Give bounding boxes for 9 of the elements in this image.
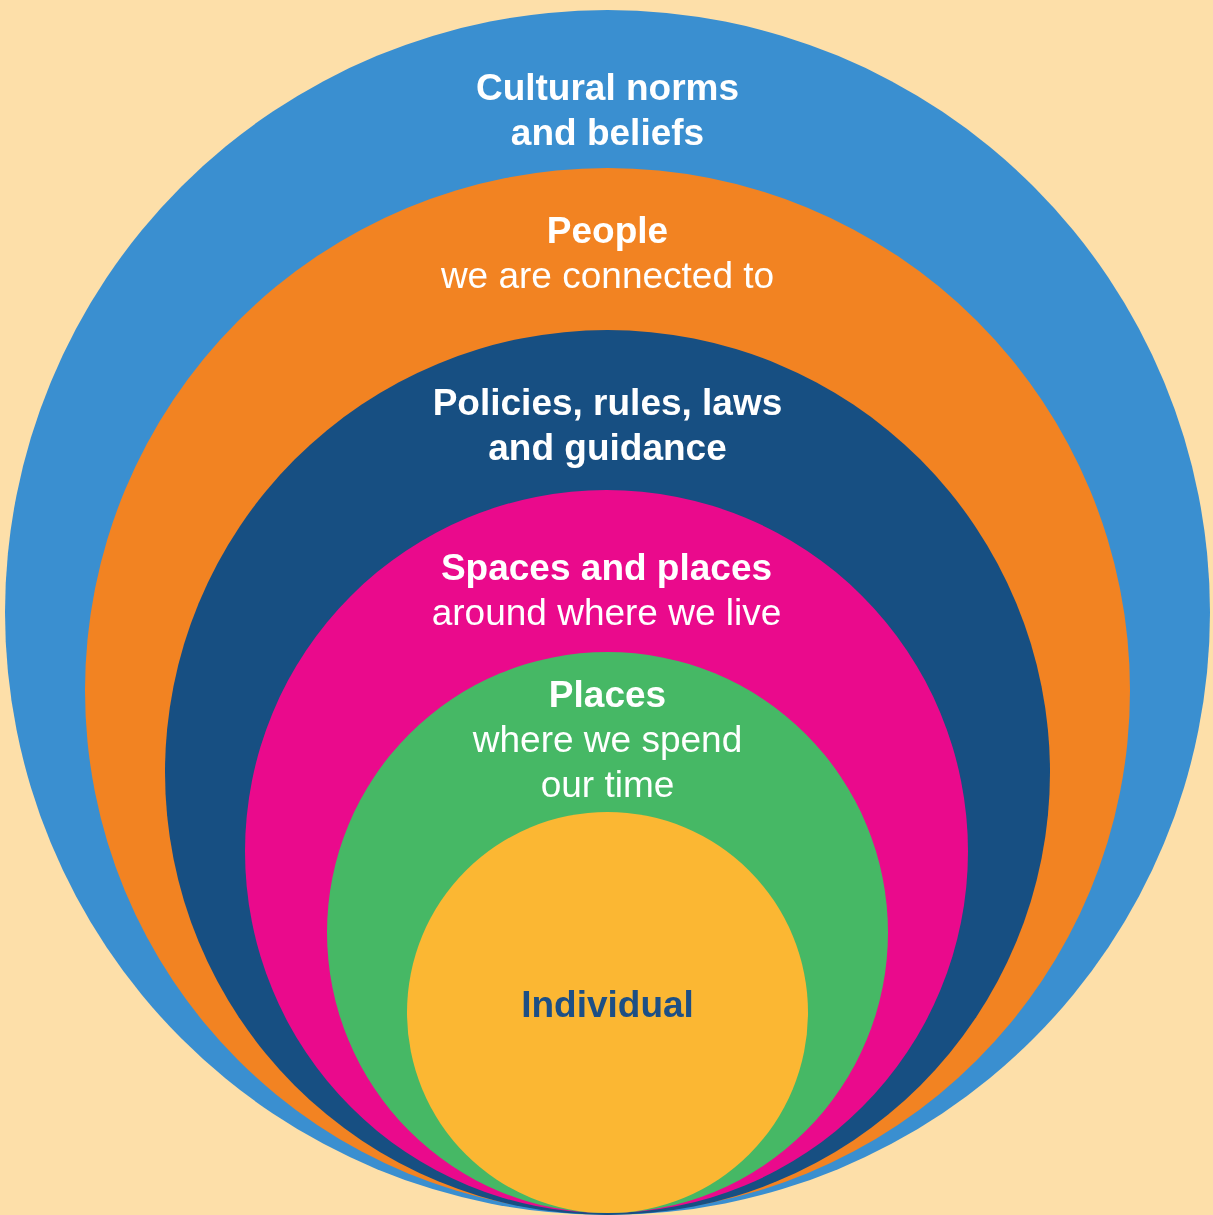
ring-heading: People bbox=[546, 209, 669, 253]
ring-heading: Cultural norms and beliefs bbox=[474, 66, 741, 156]
ring-subtitle: where we spend our time bbox=[471, 718, 744, 808]
ring-heading: Spaces and places bbox=[440, 546, 773, 590]
ring-heading: Policies, rules, laws and guidance bbox=[432, 381, 783, 471]
ring-heading: Places bbox=[548, 673, 667, 717]
ring-subtitle: we are connected to bbox=[440, 254, 775, 299]
ring-heading: Individual bbox=[521, 983, 694, 1027]
ring-subtitle: around where we live bbox=[431, 591, 782, 636]
